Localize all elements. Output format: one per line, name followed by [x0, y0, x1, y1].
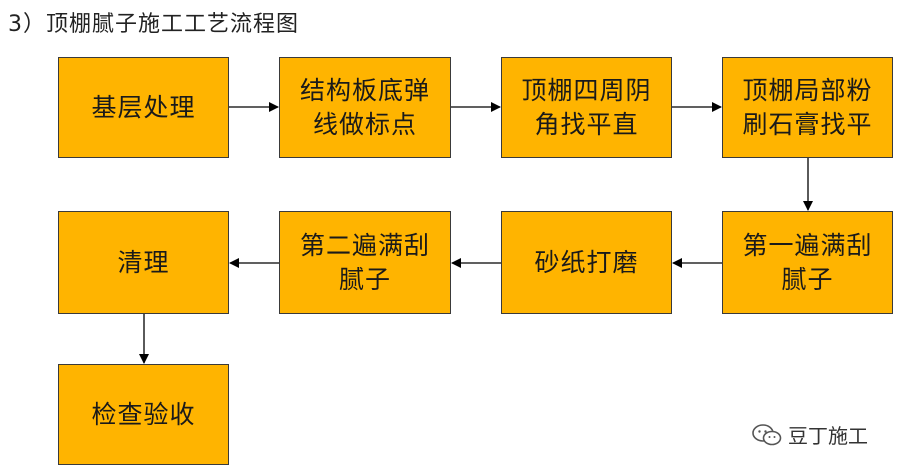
step-box-7: 第二遍满刮 腻子 [279, 211, 451, 314]
step-box-1: 基层处理 [58, 57, 229, 158]
wechat-icon [752, 423, 782, 447]
step-box-5: 第一遍满刮 腻子 [722, 211, 893, 314]
step-box-8: 清理 [58, 211, 229, 314]
watermark-text: 豆丁施工 [788, 424, 868, 448]
step-box-6: 砂纸打磨 [501, 211, 672, 314]
step-box-4: 顶棚局部粉 刷石膏找平 [722, 57, 893, 158]
step-box-3: 顶棚四周阴 角找平直 [501, 57, 672, 158]
watermark: 豆丁施工 [752, 420, 868, 449]
step-box-9: 检查验收 [58, 364, 229, 465]
diagram-title: 3）顶棚腻子施工工艺流程图 [8, 12, 299, 37]
step-box-2: 结构板底弹 线做标点 [279, 57, 451, 158]
